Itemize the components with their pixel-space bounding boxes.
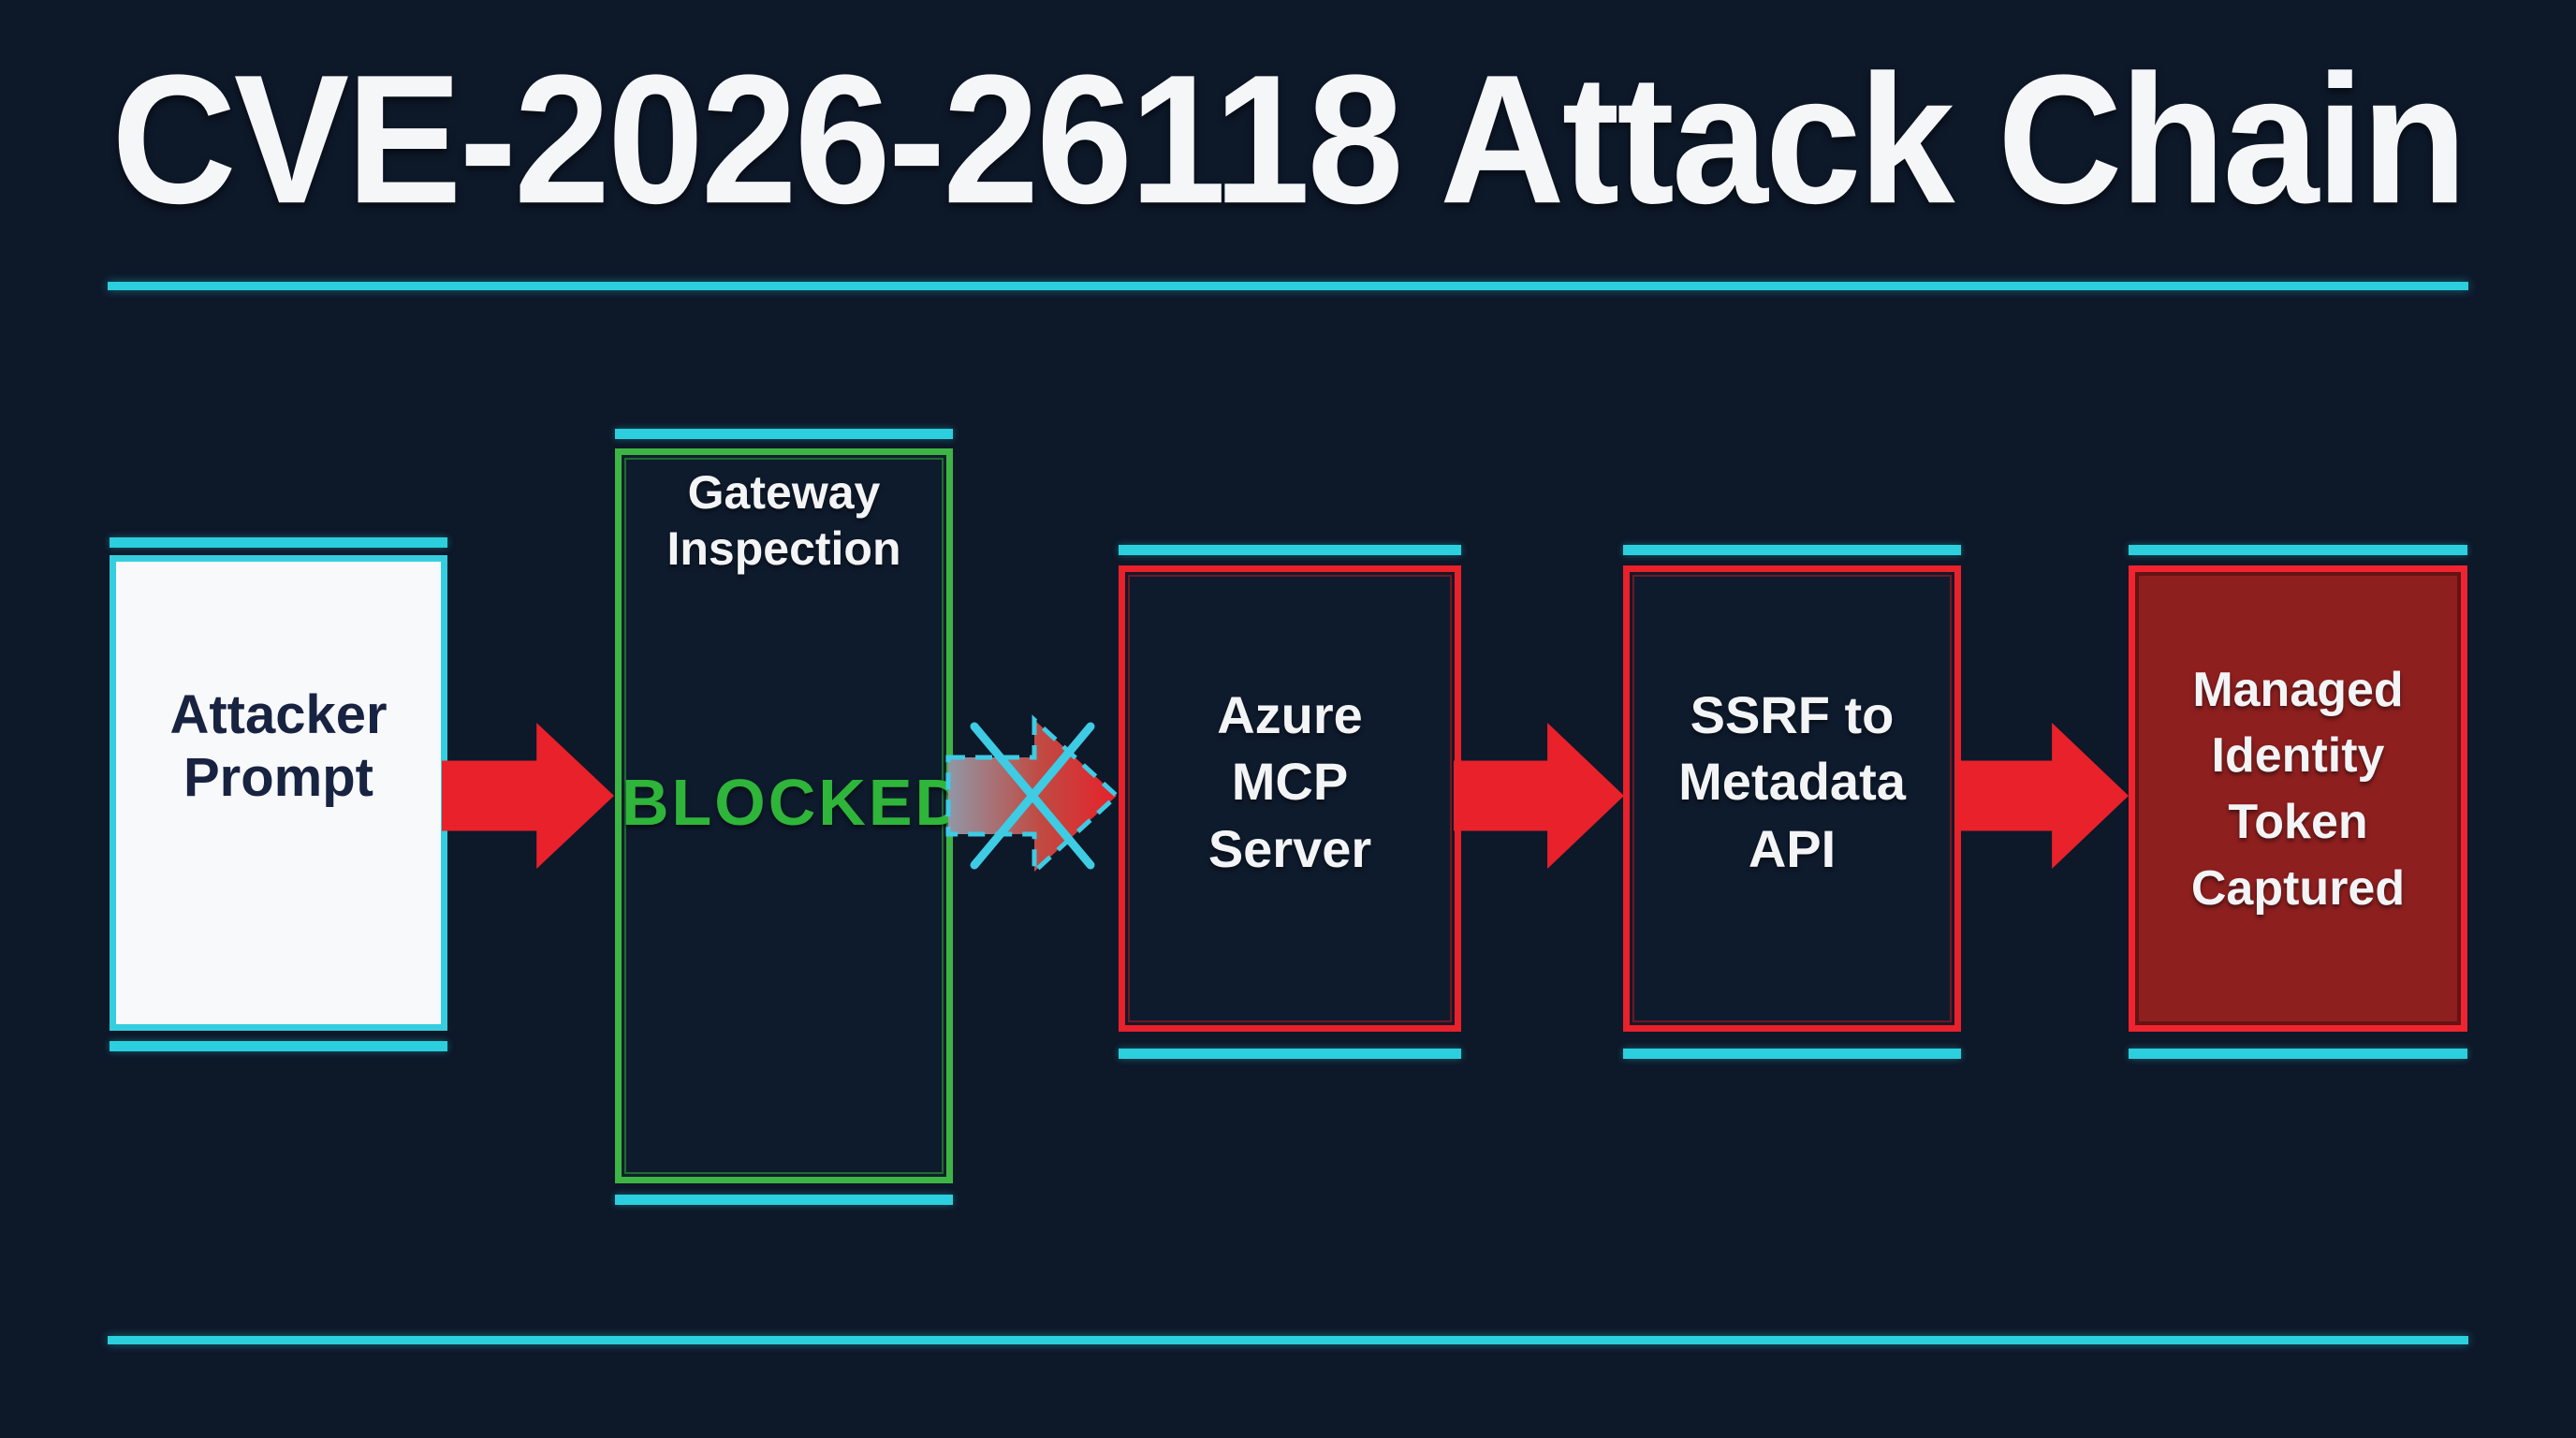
accent-bar — [110, 1041, 447, 1051]
accent-bar — [1119, 545, 1461, 555]
footer-rule — [108, 1336, 2468, 1344]
accent-bar — [110, 537, 447, 548]
accent-bar — [2129, 1049, 2467, 1059]
accent-bar — [615, 1195, 953, 1205]
flow-arrow-icon — [1454, 723, 1624, 869]
accent-bar — [615, 429, 953, 439]
blocked-arrow-icon — [945, 714, 1120, 877]
flow-arrow-icon — [442, 723, 614, 869]
accent-bar — [1623, 545, 1961, 555]
blocked-x-icon — [970, 722, 1095, 870]
accent-bar — [1623, 1049, 1961, 1059]
page-title: CVE-2026-26118 Attack Chain — [111, 37, 2467, 242]
flow-arrow-icon — [1958, 723, 2129, 869]
accent-bar — [2129, 545, 2467, 555]
title-underline-rule — [108, 282, 2468, 290]
accent-bar — [1119, 1049, 1461, 1059]
blocked-status-text: BLOCKED — [622, 766, 966, 839]
